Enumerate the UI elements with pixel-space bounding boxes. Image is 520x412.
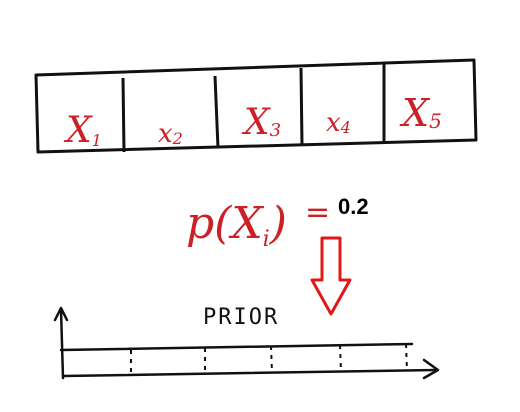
prior-vertical-arrowhead <box>53 306 69 322</box>
cell-divider-1 <box>121 77 126 153</box>
formula-equals: = <box>305 195 330 230</box>
prior-divider-5 <box>405 343 408 372</box>
formula-value: 0.2 <box>338 194 369 219</box>
cell-label-1: X1 <box>63 110 102 151</box>
cell-row <box>34 58 478 154</box>
prior-bottom-line <box>61 368 438 378</box>
cell-divider-3 <box>299 67 304 147</box>
prior-dividers <box>130 343 408 375</box>
cell-label-5: X5 <box>399 91 442 135</box>
cell-label-3: X3 <box>241 102 281 143</box>
down-arrow-icon <box>310 236 352 316</box>
cell-label-2: x2 <box>158 119 183 149</box>
formula: p(Xi) <box>186 198 287 252</box>
cell-divider-2 <box>213 75 220 149</box>
prior-axes <box>53 306 440 380</box>
prior-label: PRIOR <box>203 305 279 330</box>
prior-top-line <box>59 342 414 352</box>
cell-row-outline <box>34 58 478 154</box>
prior-divider-4 <box>339 344 342 373</box>
cell-label-4: x4 <box>326 108 351 138</box>
prior-vertical-axis <box>59 308 65 380</box>
prior-horizontal-arrowhead <box>422 358 440 380</box>
prior-divider-3 <box>270 345 273 374</box>
